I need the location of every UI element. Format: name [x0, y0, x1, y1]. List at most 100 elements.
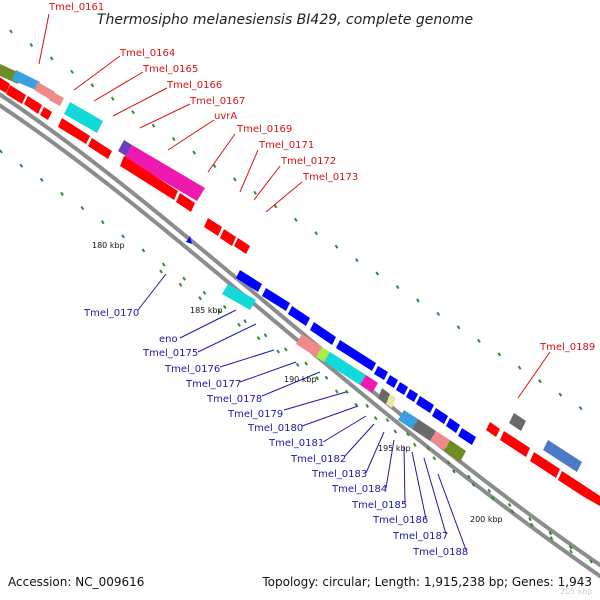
- feature-tick: [121, 234, 125, 239]
- gene-arrow: [458, 428, 476, 445]
- feature-tick: [304, 361, 309, 366]
- gene-arrow: [49, 92, 64, 106]
- gene-arrow: [24, 96, 42, 114]
- gene-label: Tmel_0166: [166, 80, 222, 91]
- feature-tick: [355, 258, 359, 263]
- feature-tick: [161, 262, 166, 267]
- gene-arrow: [220, 229, 236, 246]
- feature-tick: [0, 149, 3, 154]
- feature-ticks: [0, 29, 593, 564]
- gene-label: Tmel_0164: [119, 48, 175, 59]
- gene-arrow: [486, 422, 500, 437]
- feature-tick: [60, 191, 64, 196]
- feature-tick: [471, 482, 476, 487]
- scale-label: 180 kbp: [92, 241, 125, 250]
- feature-tick: [426, 446, 431, 451]
- gene-label: Tmel_0169: [236, 124, 292, 135]
- feature-tick: [100, 220, 105, 225]
- gene-arrow: [398, 410, 418, 429]
- gene-arrow: [118, 140, 132, 156]
- gene-arrow: [120, 156, 178, 200]
- gene-arrow: [316, 347, 330, 362]
- gene-arrow: [288, 306, 310, 326]
- gene-label: uvrA: [214, 111, 237, 122]
- gene-arrow: [296, 334, 322, 357]
- feature-tick: [141, 248, 146, 253]
- feature-tick: [324, 375, 329, 380]
- feature-tick: [354, 402, 359, 407]
- feature-tick: [253, 190, 257, 195]
- feature-tick: [80, 205, 85, 211]
- feature-tick: [217, 309, 222, 314]
- gene-label: Tmel_0165: [142, 64, 198, 75]
- feature-tick: [19, 163, 24, 168]
- feature-tick: [432, 456, 437, 461]
- gene-label: Tmel_0167: [189, 96, 245, 107]
- feature-tick: [345, 389, 349, 394]
- feature-tick: [178, 282, 183, 287]
- feature-tick: [243, 319, 247, 324]
- gene-label: Tmel_0188: [412, 547, 468, 558]
- scale-labels: 180 kbp 185 kbp 190 kbp 195 kbp 200 kbp: [92, 241, 503, 524]
- feature-tick: [110, 96, 115, 101]
- feature-tick: [558, 392, 563, 397]
- feature-tick: [549, 536, 554, 541]
- gene-label: Tmel_0178: [206, 394, 262, 405]
- gene-arrow: [124, 145, 205, 201]
- gene-arrow: [430, 431, 450, 450]
- gene-arrow: [310, 322, 336, 345]
- feature-tick: [436, 311, 441, 316]
- feature-tick: [49, 56, 54, 61]
- feature-tick: [497, 352, 502, 357]
- feature-tick: [452, 469, 456, 474]
- gene-arrow: [530, 452, 560, 478]
- gene-arrow: [234, 238, 250, 254]
- feature-tick: [510, 509, 515, 514]
- gene-arrow: [336, 340, 376, 371]
- gene-label: Tmel_0170: [83, 308, 139, 319]
- feature-tick: [487, 488, 492, 493]
- gene-arrow: [543, 440, 582, 472]
- gene-arrow: [88, 138, 112, 159]
- gene-label: eno: [159, 334, 178, 345]
- gene-arrow: [324, 352, 366, 385]
- feature-tick: [569, 549, 573, 554]
- feature-tick: [131, 110, 135, 115]
- feature-tick: [273, 204, 278, 209]
- feature-tick: [276, 349, 280, 354]
- gene-arrow: [396, 382, 408, 395]
- gene-label: Tmel_0187: [392, 531, 448, 542]
- gene-label: Tmel_0182: [290, 454, 346, 465]
- feature-tick: [373, 416, 378, 421]
- feature-tick: [293, 217, 298, 222]
- feature-tick: [283, 347, 288, 352]
- gene-arrow: [64, 102, 103, 133]
- feature-tick: [375, 271, 380, 276]
- gene-label: Tmel_0185: [351, 500, 407, 511]
- gene-label: Tmel_0186: [372, 515, 428, 526]
- feature-tick: [295, 362, 300, 367]
- gene-arrow: [360, 375, 378, 393]
- scale-label: 200 kbp: [470, 515, 503, 524]
- feature-tick: [412, 442, 417, 447]
- feature-tick: [29, 42, 34, 48]
- feature-tick: [406, 432, 410, 437]
- gene-label: Tmel_0180: [247, 423, 303, 434]
- gene-arrow: [204, 218, 222, 236]
- gene-label: Tmel_0172: [280, 156, 336, 167]
- gene-arrow: [500, 431, 530, 457]
- gene-arrow: [432, 408, 448, 424]
- feature-tick: [467, 474, 471, 479]
- feature-tick: [263, 333, 268, 338]
- feature-tick: [334, 389, 339, 394]
- feature-tick: [212, 163, 217, 169]
- feature-tick: [39, 177, 44, 182]
- feature-tick: [507, 502, 512, 508]
- gene-arrow: [176, 193, 195, 212]
- gene-label: Tmel_0181: [268, 438, 324, 449]
- gene-arrow: [386, 394, 396, 408]
- feature-tick: [70, 69, 74, 74]
- feature-tick: [202, 290, 207, 295]
- gene-arrow: [378, 388, 390, 404]
- map-title: Thermosipho melanesiensis BI429, complet…: [97, 12, 473, 28]
